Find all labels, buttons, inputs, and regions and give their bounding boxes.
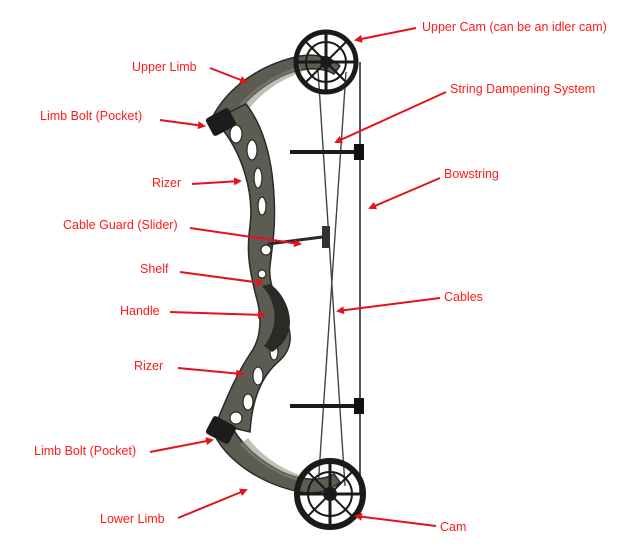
upper-limb-pocket bbox=[205, 108, 237, 136]
arrow-cables bbox=[336, 297, 441, 315]
bow-illustration bbox=[205, 29, 366, 530]
label-limb-bolt-lower: Limb Bolt (Pocket) bbox=[34, 444, 137, 458]
label-cable-guard: Cable Guard (Slider) bbox=[63, 218, 178, 232]
arrow-lower-limb bbox=[177, 488, 248, 519]
arrow-riser-upper bbox=[191, 177, 242, 186]
label-upper-limb: Upper Limb bbox=[132, 60, 197, 74]
label-lower-limb: Lower Limb bbox=[100, 512, 165, 526]
label-bowstring: Bowstring bbox=[444, 167, 499, 181]
annotation-arrows bbox=[149, 27, 447, 527]
upper-limb-texture bbox=[240, 66, 302, 110]
arrow-bowstring bbox=[368, 177, 441, 210]
label-handle: Handle bbox=[120, 304, 160, 318]
lower-cam-wheel bbox=[294, 458, 366, 530]
lower-limb-pocket bbox=[205, 416, 237, 444]
label-cables: Cables bbox=[444, 290, 483, 304]
label-cam: Cam bbox=[440, 520, 467, 534]
arrow-riser-lower bbox=[177, 367, 244, 378]
arrow-cable-guard bbox=[189, 227, 302, 248]
arrow-limb-bolt-upper bbox=[159, 119, 206, 130]
label-riser-upper: Rizer bbox=[152, 176, 182, 190]
arrow-upper-cam bbox=[354, 27, 417, 43]
handle-grip bbox=[262, 284, 290, 352]
arrow-upper-limb bbox=[209, 67, 248, 84]
lower-dampener-head bbox=[354, 398, 364, 414]
arrow-handle bbox=[169, 310, 266, 319]
label-shelf: Shelf bbox=[140, 262, 169, 276]
riser-cutouts bbox=[229, 124, 279, 425]
arrow-string-dampening bbox=[334, 91, 447, 144]
arrow-cam bbox=[354, 512, 437, 527]
upper-cam-wheel bbox=[293, 29, 359, 95]
label-upper-cam: Upper Cam (can be an idler cam) bbox=[422, 20, 607, 34]
upper-dampener-head bbox=[354, 144, 364, 160]
label-riser-lower: Rizer bbox=[134, 359, 164, 373]
arrow-shelf bbox=[179, 271, 264, 287]
lower-limb-texture bbox=[240, 438, 302, 482]
arrow-limb-bolt-lower bbox=[149, 437, 214, 453]
cable-guard-slider bbox=[322, 226, 330, 248]
label-limb-bolt-upper: Limb Bolt (Pocket) bbox=[40, 109, 143, 123]
label-string-dampening: String Dampening System bbox=[450, 82, 596, 96]
